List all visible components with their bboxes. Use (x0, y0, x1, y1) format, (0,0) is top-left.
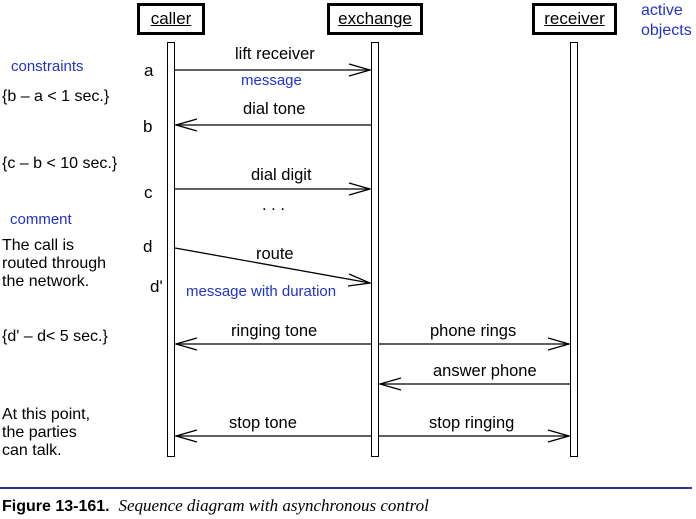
constraints-annotation: constraints (11, 58, 84, 75)
exchange-object: exchange (327, 3, 423, 35)
caller-lifeline (167, 42, 175, 457)
msg-answer-phone: answer phone (433, 362, 537, 380)
receiver-lifeline (570, 42, 578, 457)
active-objects-annotation: active objects (641, 1, 692, 41)
msg-stop-tone: stop tone (229, 414, 297, 432)
figure-number: Figure 13-161. (2, 498, 110, 515)
comment-call-routed: The call is routed through the network. (2, 237, 106, 291)
message-annotation: message (241, 72, 302, 89)
constraint-b-a: {b – a < 1 sec.} (2, 88, 110, 105)
time-mark-a: a (144, 61, 154, 80)
caption-rule (0, 487, 692, 489)
msg-stop-ringing: stop ringing (429, 414, 515, 432)
constraint-dprime-d: {d' – d< 5 sec.} (2, 328, 108, 345)
active-objects-text: active objects (641, 2, 692, 39)
receiver-object: receiver (532, 3, 617, 35)
message-with-duration-annotation: message with duration (186, 283, 337, 300)
arrow-route (174, 247, 371, 284)
msg-route: route (256, 245, 294, 263)
time-mark-b: b (143, 117, 153, 136)
msg-phone-rings: phone rings (430, 322, 517, 340)
exchange-lifeline (371, 42, 379, 457)
msg-ringing-tone: ringing tone (231, 322, 318, 340)
comment-line: The call is (2, 237, 75, 254)
caller-label: caller (150, 9, 192, 28)
time-mark-c: c (144, 183, 153, 202)
msg-lift-receiver: lift receiver (235, 45, 315, 63)
exchange-label: exchange (338, 9, 412, 28)
caller-object: caller (137, 3, 205, 35)
figure-title: Sequence diagram with asynchronous contr… (118, 496, 429, 515)
receiver-label: receiver (544, 9, 605, 28)
msg-dial-tone: dial tone (243, 100, 306, 118)
comment-line: At this point, (2, 406, 91, 423)
msg-dial-digit: dial digit (251, 166, 312, 184)
comment-line: the network. (2, 273, 90, 290)
time-mark-d-prime: d' (150, 277, 163, 296)
constraint-c-b: {c – b < 10 sec.} (2, 155, 118, 172)
comment-line: the parties (2, 424, 77, 441)
comment-line: routed through (2, 255, 107, 272)
comment-parties-talk: At this point, the parties can talk. (2, 406, 90, 460)
comment-annotation: comment (10, 211, 72, 228)
time-mark-d: d (143, 237, 153, 256)
msg-ellipsis: . . . (262, 196, 285, 214)
comment-line: can talk. (2, 442, 62, 459)
figure-caption: Figure 13-161. Sequence diagram with asy… (2, 496, 429, 516)
